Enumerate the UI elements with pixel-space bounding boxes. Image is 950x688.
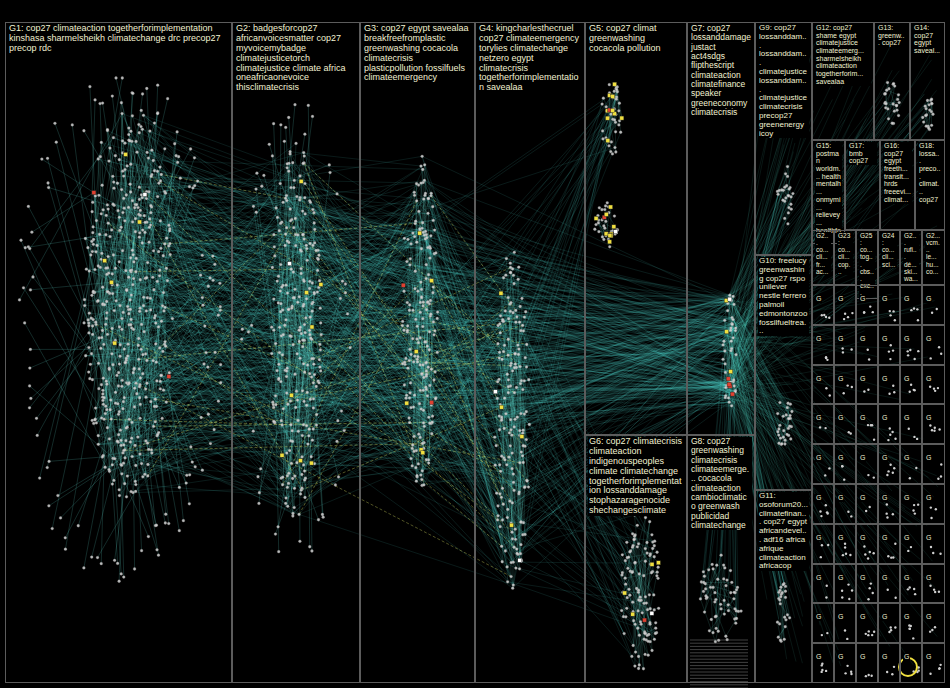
graph-canvas: G1: cop27 climateaction togetherforimple… xyxy=(0,0,950,688)
